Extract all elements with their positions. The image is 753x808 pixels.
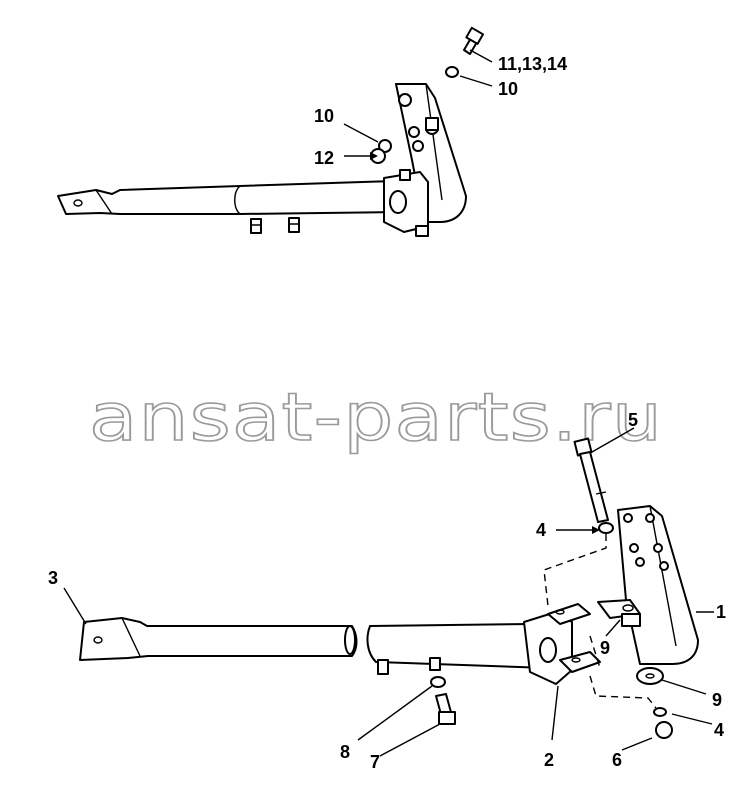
callout-t4: 12 bbox=[314, 148, 334, 168]
callout-c5: 9 bbox=[600, 638, 610, 658]
top-nut-12 bbox=[370, 139, 392, 164]
top-bolt-heads bbox=[250, 217, 300, 234]
leader-c10 bbox=[551, 685, 559, 741]
callout-c2: 4 bbox=[536, 520, 546, 540]
part-3-tube-end bbox=[79, 617, 358, 661]
callout-c7: 4 bbox=[714, 720, 724, 740]
leader-c1 bbox=[591, 427, 635, 453]
callout-c3: 3 bbox=[48, 568, 58, 588]
callout-c11: 6 bbox=[612, 750, 622, 770]
top-arm-tube bbox=[57, 180, 399, 215]
leader-t3 bbox=[343, 123, 379, 143]
callout-c6: 9 bbox=[712, 690, 722, 710]
top-assembly bbox=[57, 26, 493, 237]
arrow-t4 bbox=[370, 152, 378, 160]
arrow-c2 bbox=[592, 526, 600, 534]
callout-t3: 10 bbox=[314, 106, 334, 126]
part-4-washer bbox=[598, 522, 614, 534]
callout-t2: 10 bbox=[498, 79, 518, 99]
dash-line-1 bbox=[543, 534, 607, 607]
top-mount-plate bbox=[395, 83, 467, 223]
part-1-plate bbox=[597, 505, 699, 665]
part-2-clamp bbox=[523, 603, 601, 685]
callout-t1: 11,13,14 bbox=[498, 54, 567, 74]
leader-c8 bbox=[357, 685, 433, 741]
callout-c4: 1 bbox=[716, 602, 726, 622]
leader-c6 bbox=[661, 679, 707, 695]
leader-c11 bbox=[621, 737, 653, 751]
callout-c1: 5 bbox=[628, 410, 638, 430]
leader-t1 bbox=[469, 49, 493, 63]
callout-labels: 11,13,14 10 10 12 5 4 3 1 9 9 4 8 7 2 6 bbox=[48, 54, 726, 772]
exploded-view bbox=[63, 427, 714, 757]
leader-c3 bbox=[63, 587, 87, 625]
leader-c5 bbox=[605, 619, 621, 637]
leader-t2 bbox=[459, 75, 493, 87]
callout-c8: 8 bbox=[340, 742, 350, 762]
top-clamp-block bbox=[383, 169, 429, 237]
leader-c7 bbox=[671, 713, 713, 725]
watermark: ansat-parts.ru bbox=[89, 379, 663, 456]
part-6-nut bbox=[653, 707, 673, 739]
part-9-washer bbox=[636, 667, 664, 685]
part-7-bolt bbox=[430, 676, 456, 725]
leader-c9 bbox=[379, 723, 441, 757]
washer-hole bbox=[645, 673, 655, 679]
part-2-tube bbox=[366, 623, 549, 675]
callout-c10: 2 bbox=[544, 750, 554, 770]
part-5-bolt bbox=[573, 437, 609, 523]
callout-c9: 7 bbox=[370, 752, 380, 772]
dash-line-3 bbox=[589, 635, 601, 669]
top-bolt-11 bbox=[445, 26, 485, 78]
